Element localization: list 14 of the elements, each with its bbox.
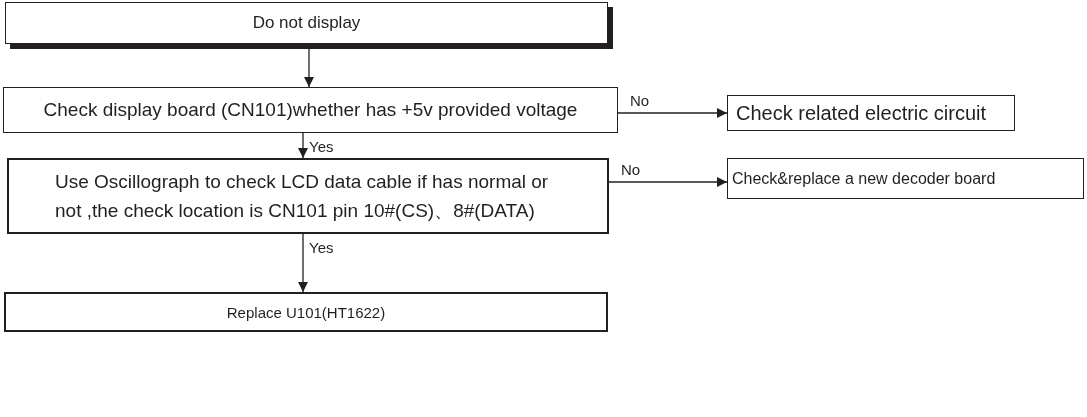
process-box: Replace U101(HT1622) xyxy=(4,292,608,332)
arrow xyxy=(298,132,308,159)
process-box: Check&replace a new decoder board xyxy=(727,158,1084,199)
edge-label: Yes xyxy=(309,240,334,256)
edge-label: No xyxy=(630,93,650,109)
process-box: Check display board (CN101)whether has +5v provided voltage xyxy=(3,87,618,133)
arrow xyxy=(298,233,308,293)
arrow xyxy=(608,177,728,187)
process-box: Check related electric circuit xyxy=(727,95,1015,131)
edge-label: Yes xyxy=(309,139,334,155)
arrow xyxy=(617,108,728,118)
edge-label: No xyxy=(621,162,641,178)
arrow xyxy=(304,48,314,88)
process-box: Use Oscillograph to check LCD data cable if has normal or not ,the check location is CN101 pin 10#(CS)、8#(DATA) xyxy=(7,158,609,234)
